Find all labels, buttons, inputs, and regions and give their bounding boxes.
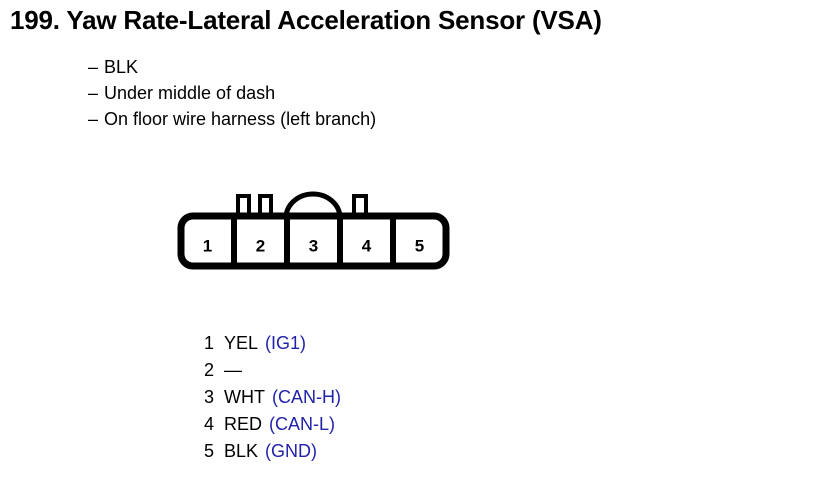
legend-wire-color: WHT	[224, 387, 265, 407]
connector-dividers	[231, 216, 396, 266]
legend-pin-number: 5	[203, 441, 214, 461]
legend-wire-color: BLK	[224, 441, 259, 461]
legend-signal-name: (GND)	[265, 441, 318, 461]
connector-pin-3: 3	[309, 236, 318, 255]
legend-signal-name: (CAN-H)	[271, 387, 341, 407]
legend-row: 3 WHT (CAN-H)	[198, 384, 341, 411]
legend-wire-color: —	[224, 360, 242, 380]
connector-arch	[283, 191, 343, 219]
legend-row: 1 YEL (IG1)	[198, 330, 341, 357]
legend-signal-name: (CAN-L)	[269, 414, 336, 434]
note-item-label: Under middle of dash	[104, 83, 276, 103]
connector-pin-1: 1	[203, 236, 212, 255]
connector-body	[177, 212, 450, 270]
note-dash: –	[88, 83, 99, 103]
connector-pin-5: 5	[415, 236, 424, 255]
page-title: 199. Yaw Rate-Lateral Acceleration Senso…	[10, 5, 602, 35]
legend-pin-number: 2	[203, 360, 214, 380]
note-list: – BLK – Under middle of dash – On floor …	[88, 54, 376, 132]
pin-legend: 1 YEL (IG1) 2 — 3 WHT (CAN-H) 4 RED (CAN…	[198, 330, 341, 465]
note-item: – Under middle of dash	[88, 80, 376, 106]
note-item: – BLK	[88, 54, 376, 80]
legend-pin-number: 3	[203, 387, 214, 407]
connector-pin-2: 2	[256, 236, 265, 255]
note-item-label: BLK	[104, 57, 139, 77]
legend-wire-color: YEL	[224, 333, 259, 353]
note-dash: –	[88, 57, 99, 77]
connector-pin-4: 4	[362, 236, 372, 255]
legend-pin-number: 4	[203, 414, 214, 434]
legend-pin-number: 1	[203, 333, 214, 353]
legend-row: 5 BLK (GND)	[198, 438, 341, 465]
note-item: – On floor wire harness (left branch)	[88, 106, 376, 132]
note-dash: –	[88, 109, 99, 129]
note-item-label: On floor wire harness (left branch)	[104, 109, 377, 129]
connector-diagram: 1 2 3 4 5	[176, 190, 456, 276]
legend-signal-name: (IG1)	[265, 333, 307, 353]
legend-row: 4 RED (CAN-L)	[198, 411, 341, 438]
legend-wire-color: RED	[224, 414, 263, 434]
legend-row: 2 —	[198, 357, 341, 384]
